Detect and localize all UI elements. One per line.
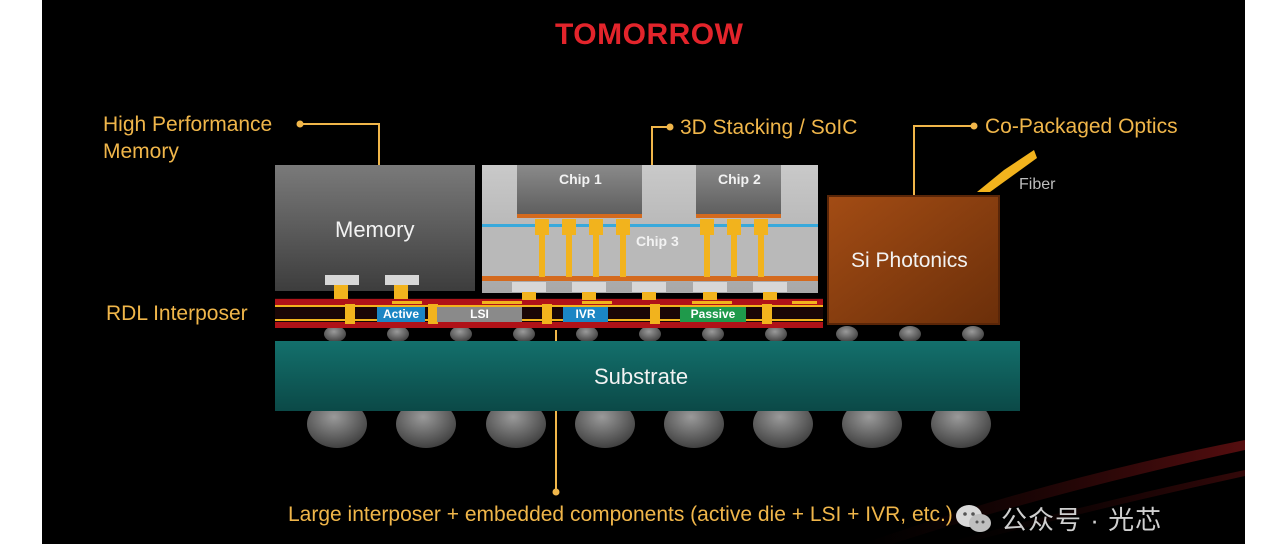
package-diagram — [275, 120, 1245, 544]
chip2-die — [696, 165, 781, 215]
substrate-block — [275, 341, 1020, 411]
ivr — [563, 307, 608, 322]
hbm-callout-line2: Memory — [103, 140, 179, 163]
chip1-label: Chip 1 — [559, 171, 602, 187]
c4-bumps — [324, 326, 984, 342]
cpo-callout: Co-Packaged Optics — [985, 115, 1178, 138]
memory-label: Memory — [335, 217, 415, 242]
callout-dots — [296, 120, 978, 496]
lsi-bridge — [437, 307, 522, 322]
si-photonics-label: Si Photonics — [851, 249, 968, 272]
substrate-label: Substrate — [594, 364, 689, 389]
passive-tag: Passive — [690, 307, 736, 321]
tsv-pillars — [535, 219, 768, 277]
hbm-leader — [300, 123, 380, 165]
chip1-pad — [517, 214, 642, 218]
slide: TOMORROW High Performance Memory 3D Stac… — [42, 0, 1245, 544]
fiber-shape — [977, 150, 1037, 192]
lsi-tag: LSI — [470, 307, 489, 321]
background-swoosh — [942, 470, 1245, 544]
chip3-top-line — [482, 224, 818, 227]
bga-balls — [307, 400, 991, 448]
chip1-die — [517, 165, 642, 215]
fiber-label: Fiber — [1019, 176, 1056, 193]
active-die — [377, 307, 425, 322]
stacking-callout: 3D Stacking / SoIC — [680, 116, 858, 139]
stacking-leader — [651, 126, 670, 165]
watermark-text: 公众号 · 光芯 — [1001, 505, 1163, 535]
wechat-icon — [956, 504, 991, 532]
rdl-callout: RDL Interposer — [106, 302, 248, 325]
watermark: 公众号 · 光芯 — [955, 500, 1162, 537]
chip3-label: Chip 3 — [636, 233, 679, 249]
chip3-bottom-line — [482, 276, 818, 281]
stack-microbumps — [512, 282, 787, 300]
slide-title: TOMORROW — [555, 18, 744, 51]
chip2-pad — [696, 214, 781, 218]
si-photonics-block — [827, 195, 1000, 325]
cpo-leader — [913, 125, 974, 196]
interposer-note: Large interposer + embedded components (… — [288, 503, 953, 526]
hbm-callout-line1: High Performance — [103, 113, 273, 136]
chip2-label: Chip 2 — [718, 171, 761, 187]
memory-block — [275, 165, 475, 291]
passive-component — [680, 307, 746, 322]
hbm-callout: High Performance Memory — [103, 111, 272, 165]
memory-microbumps — [325, 275, 419, 299]
ivr-tag: IVR — [575, 307, 596, 321]
active-tag: Active — [382, 307, 420, 321]
